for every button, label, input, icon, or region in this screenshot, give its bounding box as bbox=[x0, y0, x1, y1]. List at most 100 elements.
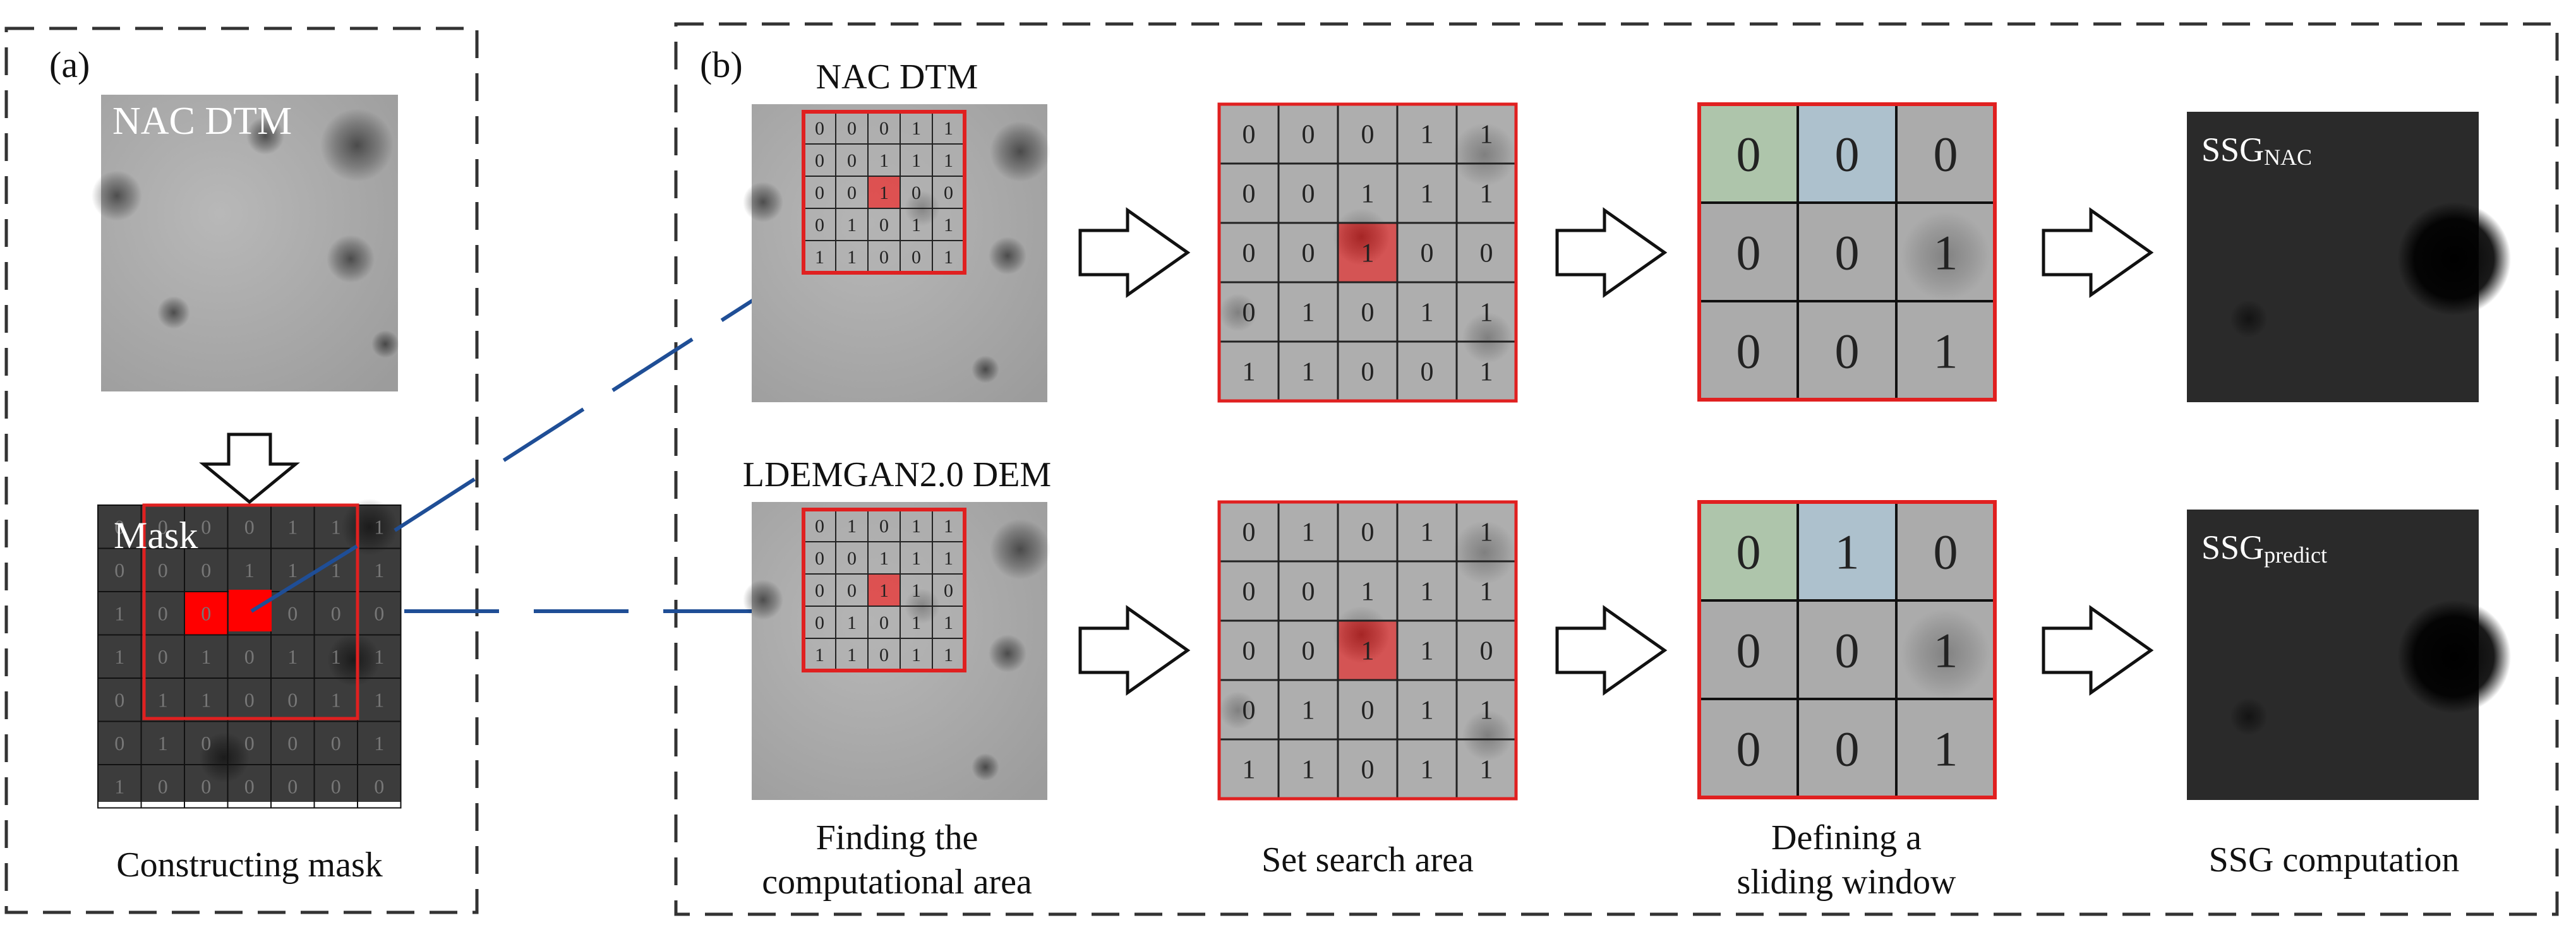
step-caption-line: SSG computation bbox=[2209, 840, 2460, 880]
grid-cell-value: 1 bbox=[1480, 696, 1493, 725]
grid-cell-value: 1 bbox=[1421, 518, 1434, 547]
grid-cell: 1 bbox=[932, 208, 965, 241]
step-caption-line: Set search area bbox=[1261, 840, 1474, 880]
grid-cell-value: 0 bbox=[815, 215, 824, 236]
grid-cell-value: 0 bbox=[815, 182, 824, 203]
grid-cell: 1 bbox=[900, 541, 933, 575]
grid-cell-value: 0 bbox=[1361, 299, 1375, 328]
grid-cell-value: 1 bbox=[1480, 578, 1493, 607]
grid-cell-value: 0 bbox=[374, 775, 384, 797]
grid-cell-value: 0 bbox=[201, 559, 211, 582]
grid-cell-value: 0 bbox=[1835, 721, 1860, 776]
grid-cell-value: 1 bbox=[331, 515, 341, 538]
grid-cell-value: 1 bbox=[847, 247, 857, 268]
grid-cell-value: 1 bbox=[847, 645, 857, 665]
step-caption-line: sliding window bbox=[1737, 862, 1956, 902]
grid-cell-value: 0 bbox=[1243, 518, 1256, 547]
grid-cell-value: 1 bbox=[879, 182, 889, 203]
grid-cell-value: 1 bbox=[374, 515, 384, 538]
grid-cell-value: 0 bbox=[1243, 578, 1256, 607]
panel-a-mask: 0000111000111110010001010111011001101000… bbox=[97, 499, 402, 809]
grid-cell-value: 0 bbox=[815, 548, 824, 569]
grid-cell: 0 bbox=[1218, 679, 1280, 741]
grid-cell: 0 bbox=[1797, 698, 1898, 799]
grid-cell: 0 bbox=[1218, 222, 1280, 284]
grid-cell: 1 bbox=[932, 111, 965, 145]
grid-cell: 0 bbox=[803, 573, 836, 607]
grid-cell-value: 1 bbox=[1302, 358, 1315, 387]
sliding-window-frame bbox=[1697, 102, 1997, 402]
grid-cell-value: 1 bbox=[944, 548, 953, 569]
grid-cell-value: 0 bbox=[1421, 358, 1434, 387]
grid-cell-value: 0 bbox=[815, 516, 824, 537]
grid-cell-value: 0 bbox=[879, 645, 889, 665]
grid-cell: 0 bbox=[803, 509, 836, 542]
grid-cell: 1 bbox=[1895, 300, 1996, 401]
grid-cell-value: 1 bbox=[244, 559, 255, 582]
grid-cell-value: 0 bbox=[331, 775, 341, 797]
grid-cell: 0 bbox=[1218, 162, 1280, 224]
grid-cell-value: 0 bbox=[201, 602, 211, 624]
grid-cell: 0 bbox=[1277, 103, 1339, 165]
grid-cell: 1 bbox=[1337, 222, 1399, 284]
grid-cell: 1 bbox=[900, 606, 933, 639]
grid-cell: 0 bbox=[835, 176, 869, 209]
grid-cell-value: 0 bbox=[1736, 721, 1761, 776]
grid-cell: 0 bbox=[835, 573, 869, 607]
grid-cell-value: 0 bbox=[1736, 323, 1761, 378]
grid-cell-value: 0 bbox=[244, 732, 255, 755]
right-arrow-icon bbox=[2042, 207, 2154, 298]
grid-cell-value: 0 bbox=[1243, 299, 1256, 328]
grid-cell-value: 0 bbox=[1243, 239, 1256, 268]
grid-cell-value: 1 bbox=[114, 602, 124, 624]
grid-cell-value: 1 bbox=[1361, 180, 1375, 209]
grid-cell-value: 1 bbox=[201, 645, 211, 668]
grid-cell: 0 bbox=[357, 764, 402, 809]
grid-cell-value: 1 bbox=[847, 516, 857, 537]
grid-cell-value: 0 bbox=[1835, 623, 1860, 677]
grid-cell-value: 0 bbox=[331, 732, 341, 755]
grid-cell-value: 1 bbox=[847, 612, 857, 633]
grid-cell-value: 0 bbox=[1361, 358, 1375, 387]
sliding-window-frame bbox=[1697, 500, 1997, 799]
grid-cell: 1 bbox=[1396, 619, 1458, 681]
grid-cell-value: 0 bbox=[1243, 180, 1256, 209]
grid-cell: 0 bbox=[1797, 103, 1898, 204]
grid-cell-value: 0 bbox=[1361, 756, 1375, 785]
grid-cell: 0 bbox=[1797, 201, 1898, 302]
grid-cell: 1 bbox=[900, 509, 933, 542]
grid-cell-value: 1 bbox=[912, 548, 921, 569]
right-arrow-icon bbox=[2042, 605, 2154, 696]
right-arrow-icon bbox=[1078, 605, 1191, 696]
ssg-result-image: SSGpredict bbox=[2187, 510, 2511, 800]
grid-cell-value: 1 bbox=[331, 559, 341, 582]
grid-cell-value: 1 bbox=[1480, 518, 1493, 547]
grid-cell-value: 1 bbox=[944, 247, 953, 268]
grid-cell-value: 1 bbox=[944, 118, 953, 139]
grid-cell-value: 0 bbox=[1934, 126, 1958, 181]
grid-cell-value: 1 bbox=[287, 559, 298, 582]
grid-cell: 0 bbox=[803, 176, 836, 209]
grid-cell-value: 0 bbox=[114, 515, 124, 538]
grid-cell-value: 0 bbox=[201, 515, 211, 538]
grid-cell: 0 bbox=[1396, 340, 1458, 402]
grid-cell-value: 0 bbox=[847, 150, 857, 171]
grid-cell: 0 bbox=[1698, 501, 1799, 602]
grid-cell: 0 bbox=[1277, 619, 1339, 681]
grid-cell-value: 0 bbox=[1736, 623, 1761, 677]
grid-cell: 1 bbox=[1396, 560, 1458, 622]
grid-cell: 0 bbox=[932, 176, 965, 209]
grid-cell: 1 bbox=[867, 541, 901, 575]
grid-cell-value: 1 bbox=[944, 150, 953, 171]
grid-cell: 1 bbox=[867, 143, 901, 177]
grid-cell-value: 0 bbox=[244, 645, 255, 668]
source-grid-frame bbox=[802, 508, 966, 672]
grid-cell-value: 1 bbox=[114, 775, 124, 797]
panel-a-caption: Constructing mask bbox=[116, 845, 383, 885]
grid-cell: 1 bbox=[900, 638, 933, 671]
grid-cell-value: 0 bbox=[331, 602, 341, 624]
grid-cell-value: 0 bbox=[1302, 578, 1315, 607]
